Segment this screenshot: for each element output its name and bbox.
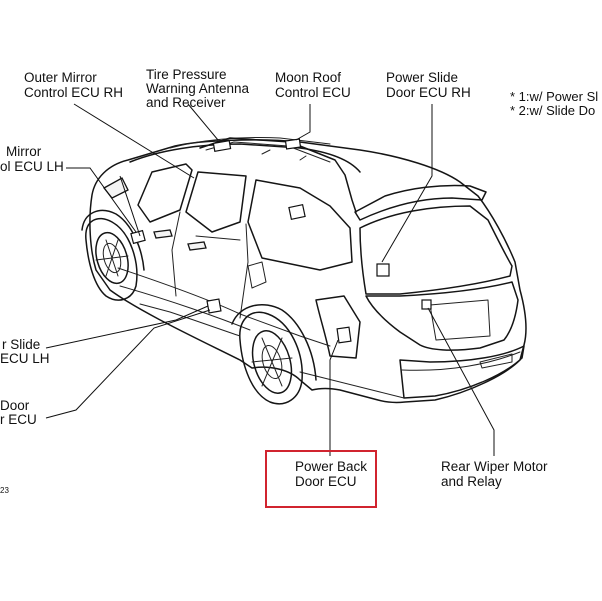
fuel-door: [247, 261, 267, 289]
svg-text:Power Slide: Power Slide: [386, 70, 458, 85]
running-board: [139, 303, 241, 337]
leader-door-ecu: [45, 309, 211, 419]
front-door-handle: [153, 229, 173, 239]
rear-wheel: [231, 303, 317, 405]
label-rear-wiper-motor: Rear Wiper Motor and Relay: [441, 459, 548, 489]
figure-code: 23: [0, 486, 9, 495]
slide-door-seam: [239, 223, 249, 319]
leader-rh-mirror-stub: [119, 175, 141, 237]
front-wheel: [85, 217, 138, 301]
power-slide-door-ecu-lh-marker: [206, 298, 222, 314]
front-door-seam: [171, 211, 181, 297]
front-door-window: [137, 163, 193, 223]
leader-outer-mirror-rh: [73, 103, 195, 179]
svg-text:and Receiver: and Receiver: [146, 95, 226, 110]
label-outer-mirror-ecu-lh: Mirror ol ECU LH: [0, 144, 64, 174]
leader-slide-lh: [45, 305, 209, 349]
roof-rail: [199, 137, 357, 213]
rear-hatch-ecu-marker: [376, 263, 390, 277]
svg-text:Control ECU: Control ECU: [275, 85, 351, 100]
leader-tpms: [187, 103, 219, 141]
highlight-box: [265, 450, 377, 508]
leader-mirror-lh: [66, 167, 137, 233]
svg-text:Mirror: Mirror: [6, 144, 42, 159]
leader-moon-roof: [295, 104, 311, 141]
svg-text:Tire Pressure: Tire Pressure: [146, 67, 227, 82]
leader-power-back-door: [329, 339, 339, 456]
tail-lamp: [315, 295, 361, 359]
footnote-1: * 1:w/ Power Sl: [510, 89, 598, 104]
footnotes: * 1:w/ Power Sl * 2:w/ Slide Do: [510, 89, 598, 118]
side-character-line: [117, 267, 331, 347]
leader-rear-wiper: [427, 307, 495, 456]
slide-door-handle: [187, 241, 207, 251]
rear-bumper: [399, 345, 525, 399]
svg-text:ECU LH: ECU LH: [0, 351, 50, 366]
front-wheel-arch: [81, 209, 145, 271]
label-power-slide-door-ecu-lh: r Slide ECU LH: [0, 337, 50, 366]
leader-lines: [45, 103, 495, 456]
rear-spoiler: [354, 184, 487, 221]
label-power-back-door-ecu: Power Back Door ECU: [295, 459, 367, 489]
svg-text:Door ECU: Door ECU: [295, 474, 357, 489]
license-plate-recess: [429, 299, 491, 341]
tailgate: [365, 281, 519, 351]
power-back-door-ecu-marker: [336, 326, 352, 344]
svg-text:and Relay: and Relay: [441, 474, 502, 489]
outer-mirror-ecu-rh-marker: [130, 229, 146, 245]
body-outline: [89, 139, 527, 404]
label-tire-pressure-antenna: Tire Pressure Warning Antenna and Receiv…: [146, 67, 250, 110]
slide-door-track: [195, 235, 241, 241]
svg-text:Outer Mirror: Outer Mirror: [24, 70, 97, 85]
rear-wiper-motor-marker: [421, 299, 432, 310]
vehicle-illustration: [81, 136, 527, 405]
svg-text:Door: Door: [0, 398, 30, 413]
label-power-slide-door-ecu-rh: Power Slide Door ECU RH: [386, 70, 471, 100]
label-outer-mirror-ecu-rh: Outer Mirror Control ECU RH: [24, 70, 123, 100]
footnote-2: * 2:w/ Slide Do: [510, 103, 595, 118]
tpms-antenna-marker: [212, 139, 232, 153]
leader-power-slide-rh: [381, 104, 433, 263]
roof-outline: [129, 143, 361, 173]
svg-text:Control ECU RH: Control ECU RH: [24, 85, 123, 100]
component-markers: [130, 138, 432, 344]
rear-window: [359, 205, 513, 295]
svg-text:Door ECU RH: Door ECU RH: [386, 85, 471, 100]
svg-text:r ECU: r ECU: [0, 412, 37, 427]
svg-text:Moon Roof: Moon Roof: [275, 70, 341, 85]
svg-text:Rear Wiper Motor: Rear Wiper Motor: [441, 459, 548, 474]
svg-text:Power Back: Power Back: [295, 459, 367, 474]
svg-text:Warning Antenna: Warning Antenna: [146, 81, 250, 96]
rear-quarter-window: [247, 179, 353, 271]
label-door-ecu: Door r ECU: [0, 398, 37, 427]
power-slide-door-ecu-rh-marker: [288, 203, 306, 221]
rear-wheel-arch: [231, 303, 317, 381]
svg-text:r Slide: r Slide: [2, 337, 40, 352]
label-moon-roof-ecu: Moon Roof Control ECU: [275, 70, 351, 100]
moon-roof-ecu-marker: [284, 138, 302, 150]
slide-door-window: [185, 171, 247, 233]
svg-text:ol ECU LH: ol ECU LH: [0, 159, 64, 174]
